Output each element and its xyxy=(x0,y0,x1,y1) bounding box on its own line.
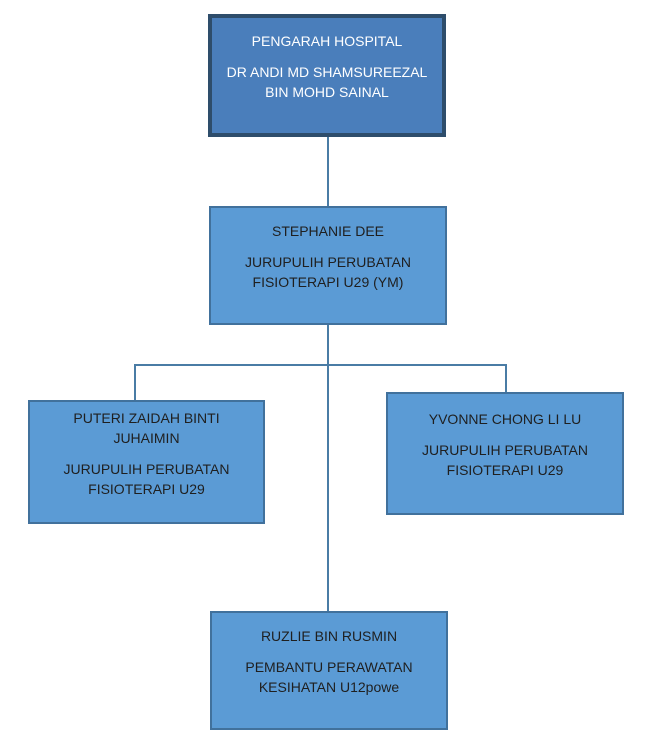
node-title: PUTERI ZAIDAH BINTI JUHAIMIN xyxy=(73,409,220,446)
connector-drop-to-puteri xyxy=(134,364,136,400)
node-subtitle: JURUPULIH PERUBATAN FISIOTERAPI U29 xyxy=(63,460,230,497)
node-subtitle: JURUPULIH PERUBATAN FISIOTERAPI U29 xyxy=(422,442,588,478)
connector-root-to-stephanie xyxy=(327,137,329,206)
node-subtitle: PEMBANTU PERAWATAN KESIHATAN U12powe xyxy=(245,659,413,695)
org-node-stephanie-dee[interactable]: STEPHANIE DEE JURUPULIH PERUBATAN FISIOT… xyxy=(209,206,447,325)
connector-stephanie-to-ruzlie xyxy=(327,325,329,611)
node-title: STEPHANIE DEE xyxy=(271,223,385,239)
node-title: YVONNE CHONG LI LU xyxy=(428,411,582,427)
org-node-puteri-zaidah[interactable]: PUTERI ZAIDAH BINTI JUHAIMIN JURUPULIH P… xyxy=(28,400,265,524)
connector-drop-to-yvonne xyxy=(505,364,507,392)
node-subtitle: DR ANDI MD SHAMSUREEZAL BIN MOHD SAINAL xyxy=(226,64,428,100)
org-node-ruzlie-rusmin[interactable]: RUZLIE BIN RUSMIN PEMBANTU PERAWATAN KES… xyxy=(210,611,448,730)
connector-branch-horizontal xyxy=(134,364,507,366)
node-subtitle: JURUPULIH PERUBATAN FISIOTERAPI U29 (YM) xyxy=(245,254,411,290)
node-title: RUZLIE BIN RUSMIN xyxy=(260,628,398,644)
org-node-pengarah-hospital[interactable]: PENGARAH HOSPITAL DR ANDI MD SHAMSUREEZA… xyxy=(208,14,446,137)
org-node-yvonne-chong[interactable]: YVONNE CHONG LI LU JURUPULIH PERUBATAN F… xyxy=(386,392,624,515)
node-title: PENGARAH HOSPITAL xyxy=(251,33,403,49)
